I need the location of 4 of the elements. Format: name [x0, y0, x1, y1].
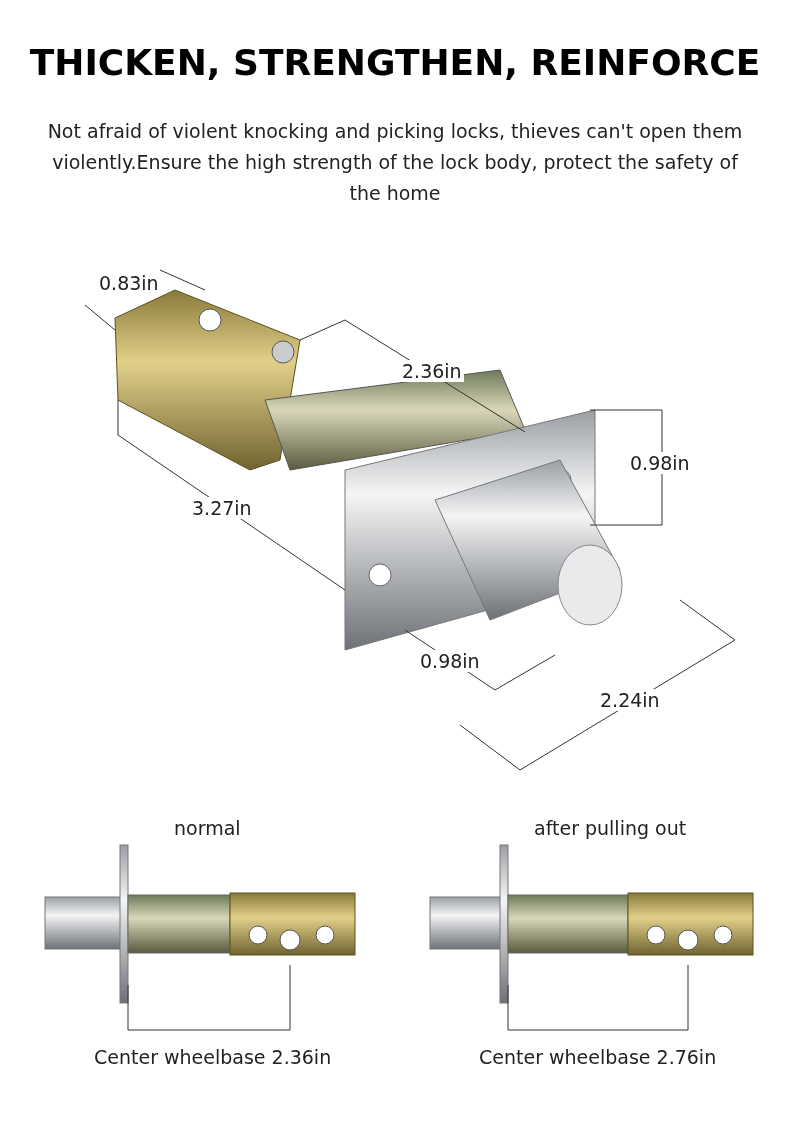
state-label: after pulling out — [532, 817, 689, 839]
heading: THICKEN, STRENGTHEN, REINFORCE — [28, 42, 762, 83]
dimension-label: 2.36in — [400, 360, 464, 382]
description-text: Not afraid of violent knocking and picking locks, thieves can't open them violently.Ensure the high strength of the lock body, protect the safety of the home — [46, 119, 744, 206]
